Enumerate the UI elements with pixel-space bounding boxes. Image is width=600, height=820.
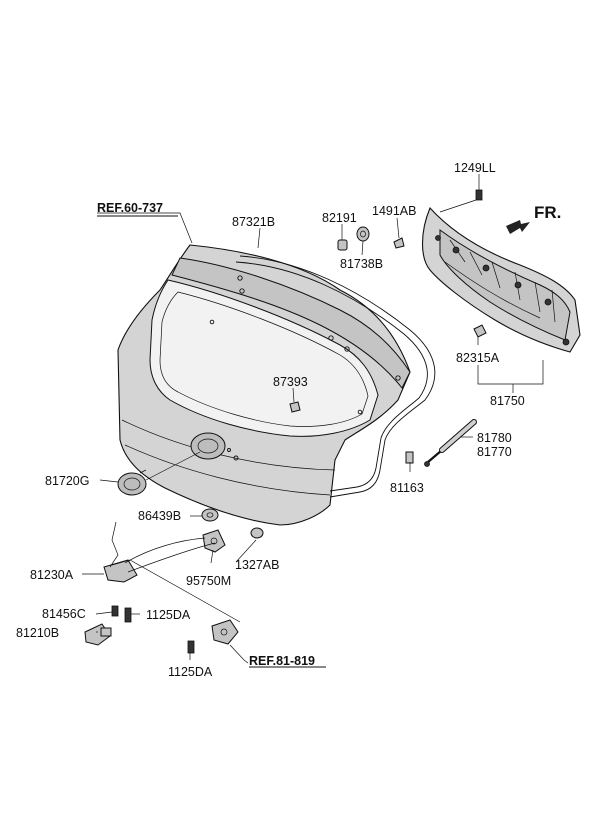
bumper-87393 — [289, 401, 301, 413]
part-label-86439b: 86439B — [138, 509, 181, 523]
part-label-87321b: 87321B — [232, 215, 275, 229]
gas-lift — [424, 419, 477, 467]
ref-label-bottom: REF.81-819 — [249, 654, 315, 668]
actuator-81210b — [84, 623, 112, 646]
part-label-82315a: 82315A — [456, 351, 500, 365]
clip-82191 — [337, 239, 348, 251]
part-label-81163: 81163 — [390, 481, 424, 495]
part-label-1491ab: 1491AB — [372, 204, 416, 218]
grommet-86439b — [201, 508, 219, 522]
leader-lines — [82, 174, 544, 668]
bolt-1327ab — [250, 527, 264, 539]
clip-82315a — [473, 324, 487, 338]
part-label-87393: 87393 — [273, 375, 308, 389]
clip-1491ab — [393, 237, 405, 249]
part-label-1327ab: 1327AB — [235, 558, 279, 572]
lock-assembly — [211, 619, 239, 645]
bolt-1125da-b — [187, 640, 195, 654]
grommet-81738b — [356, 226, 370, 242]
part-label-81780: 81780 — [477, 431, 512, 445]
weatherstrip-87321b — [235, 255, 436, 498]
bolt-1125da-a — [124, 607, 132, 623]
part-label-81210b: 81210B — [16, 626, 59, 640]
part-label-1125da-a: 1125DA — [146, 608, 191, 622]
part-label-81738b: 81738B — [340, 257, 383, 271]
direction-arrow-icon — [506, 220, 530, 234]
inner-trim-81750 — [422, 206, 581, 353]
part-label-95750m: 95750M — [186, 574, 231, 588]
part-label-1125da-b: 1125DA — [168, 665, 213, 679]
switch-95750m — [202, 529, 226, 553]
part-label-1249ll: 1249LL — [454, 161, 496, 175]
tailgate-panel — [117, 244, 411, 526]
direction-label: FR. — [534, 203, 561, 222]
part-label-82191: 82191 — [322, 211, 357, 225]
part-label-81230a: 81230A — [30, 568, 74, 582]
part-label-81720g: 81720G — [45, 474, 89, 488]
part-label-81456c: 81456C — [42, 607, 86, 621]
part-label-81750: 81750 — [490, 394, 525, 408]
ref-label-top: REF.60-737 — [97, 201, 163, 215]
bolt-81456c — [111, 605, 119, 617]
bolt-81163 — [405, 451, 414, 464]
emblem-81720g — [117, 469, 147, 496]
screw-1249ll — [475, 189, 483, 201]
part-label-81770: 81770 — [477, 445, 512, 459]
latch-81230a — [103, 521, 216, 583]
